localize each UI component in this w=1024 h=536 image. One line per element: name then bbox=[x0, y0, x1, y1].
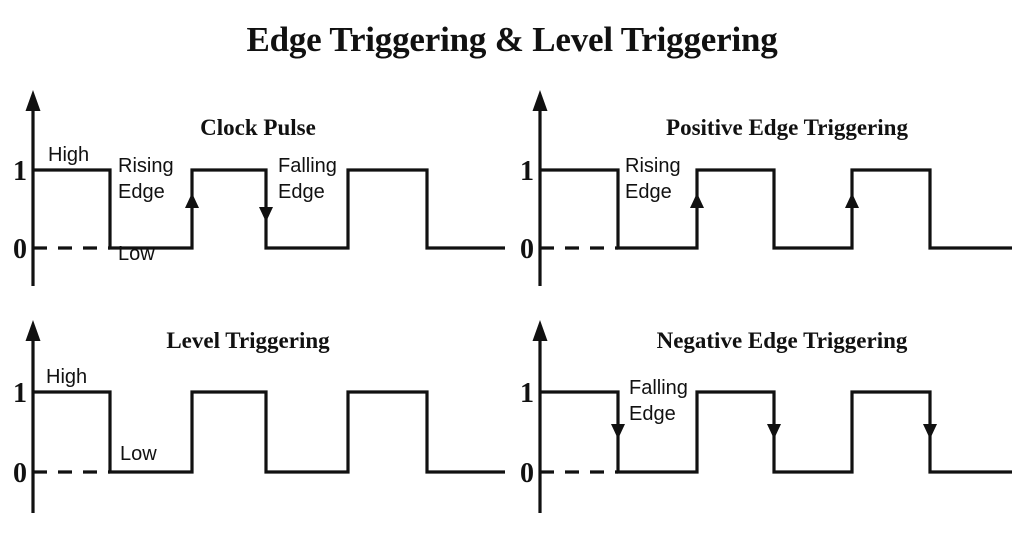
falling-edge-arrow-icon bbox=[259, 182, 273, 222]
y-tick-high: 1 bbox=[520, 156, 534, 187]
chart-panel-level-triggering: 1 0 Level Triggering High Low bbox=[0, 303, 512, 526]
rising-edge-arrow-icon-2 bbox=[845, 193, 859, 240]
y-axis bbox=[532, 320, 548, 513]
level-triggering-waveform-svg: 1 0 bbox=[13, 320, 505, 513]
waveform-path bbox=[33, 390, 505, 474]
y-axis bbox=[532, 90, 548, 286]
y-axis bbox=[25, 90, 41, 286]
positive-edge-waveform-svg: 1 0 bbox=[520, 90, 1012, 286]
y-tick-low: 0 bbox=[13, 234, 27, 265]
y-tick-low: 0 bbox=[520, 458, 534, 489]
rising-edge-arrow-icon bbox=[185, 193, 199, 240]
chart-panel-negative-edge: 1 0 Negative Edge Triggering Falling Edg… bbox=[512, 303, 1024, 526]
negative-edge-waveform-svg: 1 0 bbox=[520, 320, 1012, 513]
y-tick-high: 1 bbox=[520, 378, 534, 409]
y-tick-low: 0 bbox=[13, 458, 27, 489]
page-title: Edge Triggering & Level Triggering bbox=[246, 20, 778, 59]
chart-panel-clock-pulse: 1 0 Clock Pulse High Low Rising Edge Fal… bbox=[0, 90, 512, 313]
falling-edge-arrow-icon-2 bbox=[767, 403, 781, 439]
chart-panel-positive-edge: 1 0 Positive Edge Triggering Rising Edge bbox=[512, 90, 1024, 313]
waveform-path bbox=[540, 168, 1012, 250]
y-tick-high: 1 bbox=[13, 156, 27, 187]
clock-pulse-waveform-svg: 1 0 bbox=[13, 90, 505, 286]
y-tick-low: 0 bbox=[520, 234, 534, 265]
y-tick-high: 1 bbox=[13, 378, 27, 409]
falling-edge-arrow-icon-3 bbox=[923, 403, 937, 439]
y-axis bbox=[25, 320, 41, 513]
rising-edge-arrow-icon-1 bbox=[690, 193, 704, 240]
falling-edge-arrow-icon-1 bbox=[611, 403, 625, 439]
